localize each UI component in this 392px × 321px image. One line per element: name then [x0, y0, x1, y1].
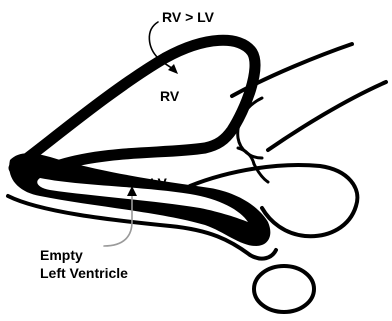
- label-empty: Empty: [40, 247, 83, 263]
- right-ventricle-outline: [14, 40, 255, 169]
- label-lv: LV: [150, 175, 168, 191]
- label-left-ventricle: Left Ventricle: [40, 265, 128, 281]
- arrowhead-icon: [168, 64, 178, 74]
- label-rv-gt-lv: RV > LV: [162, 9, 215, 25]
- left-ventricle-wall: [9, 153, 270, 246]
- label-rv: RV: [160, 88, 180, 104]
- descending-aorta-outline: [254, 266, 314, 312]
